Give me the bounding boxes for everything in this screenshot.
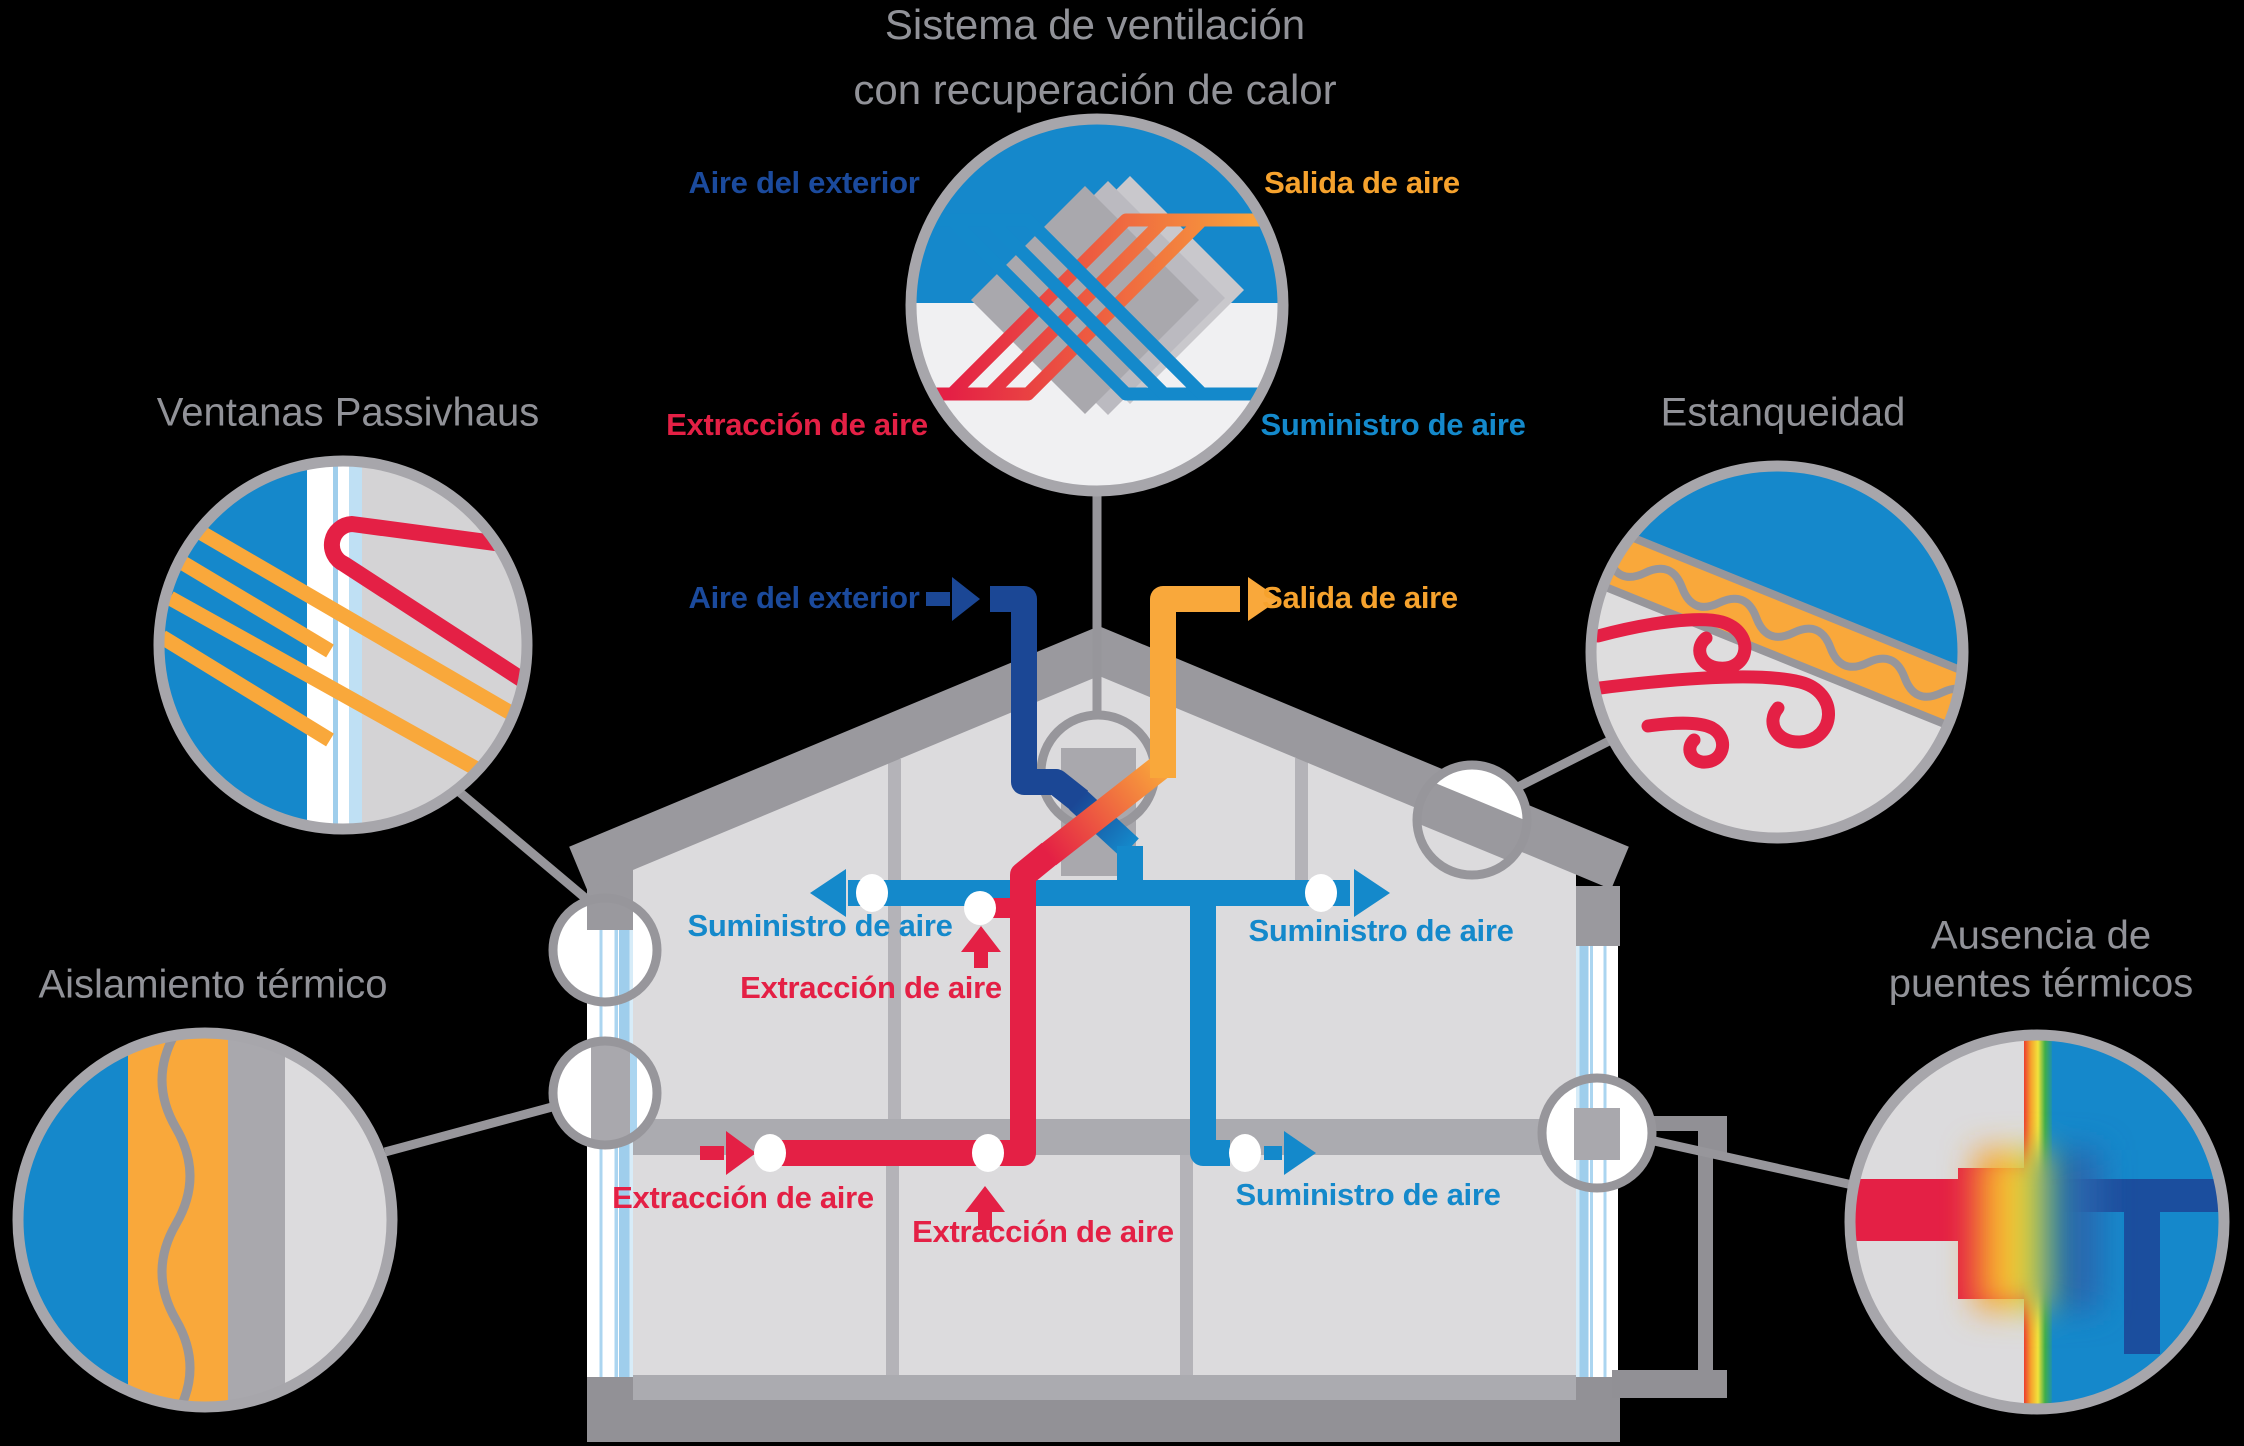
heading-thermal-bridge-line2: puentes térmicos — [1888, 961, 2194, 1006]
arrow-extract-up-1 — [961, 926, 1001, 968]
foundation — [587, 1400, 1620, 1442]
callout-connectors — [383, 492, 1858, 1191]
floor2-label-extract-center: Extracción de aire — [912, 1214, 1174, 1249]
floor1-label-supply-right: Suministro de aire — [1248, 913, 1514, 948]
house-interior — [633, 674, 1576, 1400]
connector-ventanas — [454, 786, 593, 906]
connector-estanqueidad — [1509, 734, 1616, 795]
title-line1: Sistema de ventilación — [884, 1, 1306, 48]
pipe-extract — [770, 842, 1059, 1166]
lower-partition-right — [1180, 1155, 1193, 1375]
arrow-supply-left — [810, 869, 846, 917]
bubble-airtightness — [1585, 460, 1969, 844]
wind-swirls — [1591, 613, 1835, 769]
heading-windows: Ventanas Passivhaus — [156, 390, 540, 435]
connector-aislamiento — [383, 1095, 580, 1157]
pipe-outside-air — [990, 586, 1089, 812]
house-cross-section — [569, 626, 1727, 1442]
structure-layer — [228, 1033, 285, 1407]
heading-airtightness: Estanqueidad — [1660, 390, 1906, 435]
arrow-extract-up-2 — [965, 1186, 1005, 1230]
attic-partition-right — [1295, 758, 1308, 880]
air-vents — [754, 874, 1337, 1172]
marker-insulation — [548, 1036, 662, 1150]
sun-rays — [159, 525, 527, 775]
hx-label-supply: Suministro de aire — [1260, 407, 1526, 442]
attic-partition-left — [888, 759, 901, 1119]
floor2-label-supply: Suministro de aire — [1235, 1177, 1501, 1212]
thermal-blur-zone — [1975, 1150, 2100, 1310]
marker-airtightness — [1412, 760, 1532, 880]
hx-label-extract: Extracción de aire — [666, 407, 928, 442]
arrow-exhaust — [1248, 577, 1280, 621]
heading-insulation: Aislamiento térmico — [38, 962, 388, 1007]
bubble-thermal-bridge — [1844, 1029, 2230, 1415]
insulation-wave — [157, 1033, 195, 1407]
pipe-supply-branch — [1190, 893, 1230, 1166]
connector-puentes — [1649, 1135, 1858, 1191]
reflected-heat-line — [323, 516, 527, 694]
bubble-heat-exchanger — [905, 113, 1289, 497]
roof-label-exhaust: Salida de aire — [1262, 580, 1458, 615]
pipe-exhaust — [1150, 586, 1240, 778]
hx-label-outside-air: Aire del exterior — [688, 165, 920, 200]
duct-network — [770, 586, 1350, 1166]
roof-label-outside-air: Aire del exterior — [688, 580, 920, 615]
bubble-windows — [153, 455, 533, 835]
marker-window — [548, 893, 662, 1007]
arrow-supply-lower — [1264, 1131, 1316, 1175]
ground-floor-slab — [633, 1375, 1576, 1400]
right-wall-top — [1576, 886, 1620, 946]
hx-label-exhaust: Salida de aire — [1264, 165, 1460, 200]
title-line2: con recuperación de calor — [853, 66, 1337, 113]
lower-partition-left — [886, 1155, 899, 1375]
pipe-exchange-red-orange — [1039, 754, 1172, 866]
arrow-extract-lower-left — [700, 1131, 756, 1175]
marker-thermal-bridge — [1537, 1073, 1657, 1193]
left-wall-base — [587, 1375, 633, 1402]
heading-thermal-bridge-line1: Ausencia de — [1930, 913, 2152, 958]
floor2-label-extract-left: Extracción de aire — [612, 1180, 874, 1215]
floor1-label-supply-left: Suministro de aire — [687, 908, 953, 943]
arrow-supply-right — [1354, 869, 1390, 917]
arrow-outside-air — [926, 577, 980, 621]
flow-arrows — [700, 577, 1390, 1230]
bubble-insulation — [12, 1027, 398, 1413]
floor1-label-extract: Extracción de aire — [740, 970, 1002, 1005]
